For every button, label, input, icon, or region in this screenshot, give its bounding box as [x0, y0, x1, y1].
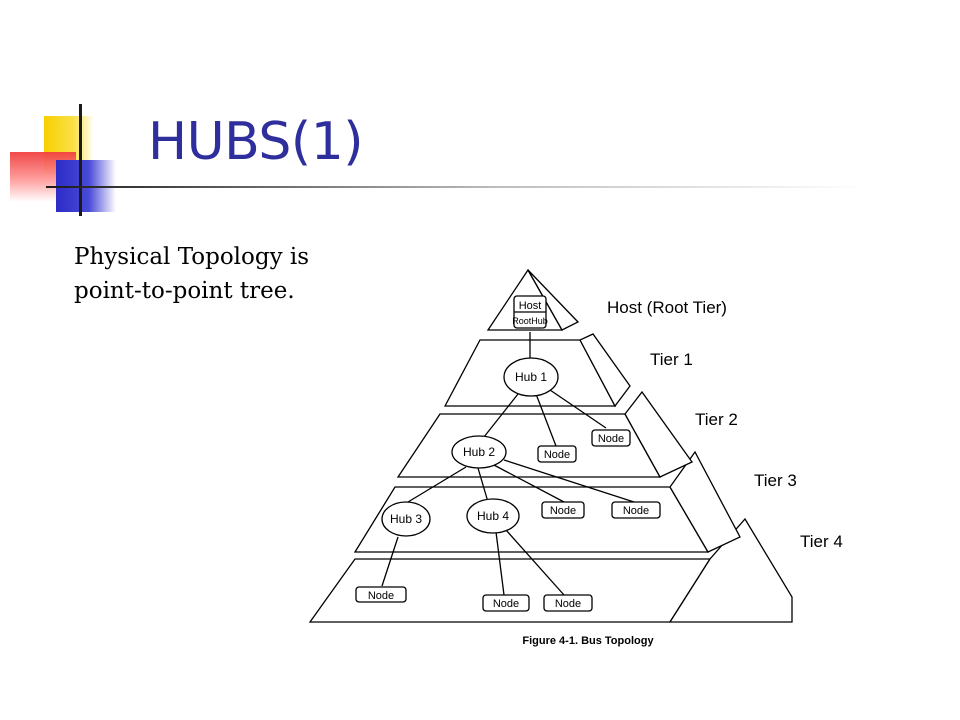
hub-2: Hub 2: [451, 435, 507, 469]
connections: [381, 332, 635, 596]
node-label: Node: [598, 433, 624, 445]
tier-3-label: Tier 3: [754, 471, 797, 490]
tier-4-label: Tier 4: [800, 532, 843, 551]
node-box: Node: [482, 594, 530, 612]
connector-line: [407, 466, 467, 503]
host-label: Host: [519, 300, 542, 312]
figure-caption: Figure 4-1. Bus Topology: [522, 635, 654, 647]
tier-2-label: Tier 2: [695, 410, 738, 429]
connector-line: [477, 467, 489, 503]
hub-4: Hub 4: [466, 498, 520, 534]
connector-line: [495, 531, 505, 596]
body-line: Physical Topology is: [74, 244, 310, 270]
connector-line: [505, 529, 565, 596]
hub-2-label: Hub 2: [463, 445, 495, 459]
node-label: Node: [544, 449, 570, 461]
hub-3-label: Hub 3: [390, 512, 422, 526]
node-box: Node: [611, 501, 661, 519]
hub-3: Hub 3: [381, 501, 431, 537]
hub-1-label: Hub 1: [515, 370, 547, 384]
hub-1: Hub 1: [503, 357, 559, 397]
tier-1-label: Tier 1: [650, 350, 693, 369]
body-text: Physical Topology is point-to-point tree…: [74, 240, 364, 308]
connector-line: [549, 389, 607, 429]
connector-line: [381, 536, 399, 587]
node-label: Node: [623, 505, 649, 517]
title-underline: [46, 186, 866, 188]
connector-line: [491, 463, 565, 503]
node-box: Node: [537, 445, 577, 463]
node-label: Node: [493, 598, 519, 610]
tier-4-slab: [308, 517, 793, 623]
connector-line: [503, 459, 635, 503]
node-label: Node: [550, 505, 576, 517]
tier-root-label: Host (Root Tier): [607, 298, 727, 317]
roothub-label: RootHub: [512, 316, 548, 326]
hub-4-label: Hub 4: [477, 509, 509, 523]
decorative-vertical-line: [79, 104, 82, 216]
node-box: Node: [355, 586, 407, 603]
slide-title: HUBS(1): [148, 112, 364, 172]
node-label: Node: [368, 590, 394, 602]
node-box: Node: [543, 594, 593, 612]
bus-topology-diagram: Host RootHub Hub 1 Hub 2 Hub 3 Hub 4 Nod…: [308, 268, 843, 647]
node-label: Node: [555, 598, 581, 610]
node-box: Node: [591, 429, 631, 447]
connector-line: [535, 393, 557, 447]
node-box: Node: [541, 501, 585, 519]
connector-line: [479, 393, 519, 443]
body-line: point-to-point tree.: [74, 278, 295, 304]
host-roothub-box: Host RootHub: [512, 295, 548, 329]
